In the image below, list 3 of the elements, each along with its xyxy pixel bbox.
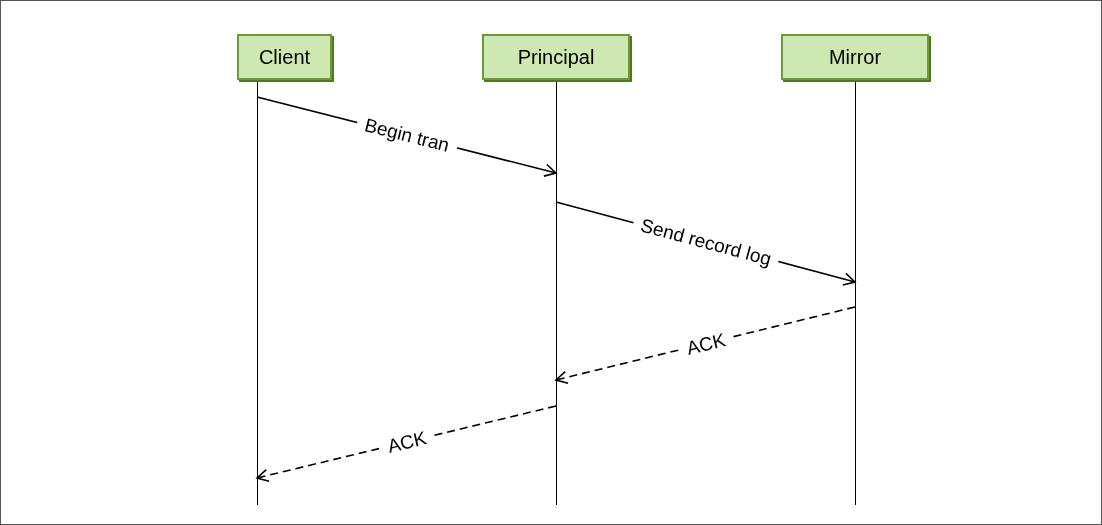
- participant-box: Mirror: [781, 34, 929, 80]
- participant-box: Principal: [482, 34, 630, 80]
- participant-box: Client: [237, 34, 332, 80]
